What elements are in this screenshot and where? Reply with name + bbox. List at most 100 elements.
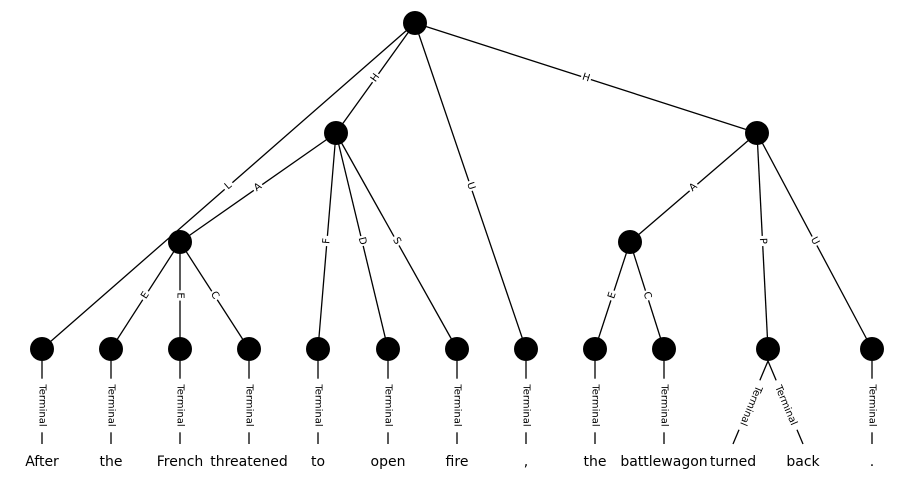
- node-t-after: [30, 337, 54, 361]
- terminal-label: Terminal: [772, 383, 799, 427]
- terminal-label-group: Terminal: [769, 378, 802, 433]
- node-t-period: [860, 337, 884, 361]
- node-t-fire: [445, 337, 469, 361]
- terminal-label-bg: [866, 378, 878, 433]
- terminal-label-bg: [734, 378, 767, 433]
- node-root: [403, 11, 427, 35]
- edge-label-u-bg: [463, 179, 478, 193]
- word-turned: turned: [710, 454, 756, 470]
- word-open: open: [371, 454, 406, 470]
- node-t-turnedback: [756, 337, 780, 361]
- edge-label-c-bg: [639, 288, 655, 303]
- terminal-label-bg: [243, 378, 255, 433]
- edge-label-c-bg: [206, 287, 223, 304]
- edge-label-a-group: A: [685, 179, 702, 196]
- edge-label-h-bg: [579, 70, 593, 86]
- word-punct: ,: [524, 454, 528, 470]
- terminal-label: Terminal: [106, 383, 117, 426]
- terminal-label: Terminal: [313, 383, 324, 426]
- terminal-label-group: Terminal: [658, 378, 670, 433]
- terminal-label: Terminal: [175, 383, 186, 426]
- edge-label-c: C: [641, 291, 654, 301]
- node-n1: [324, 121, 348, 145]
- terminal-label-group: Terminal: [174, 378, 186, 433]
- terminal-label-group: Terminal: [243, 378, 255, 433]
- node-t-comma: [514, 337, 538, 361]
- edge-label-c-group: C: [206, 287, 223, 304]
- edge-label-s: S: [390, 236, 403, 247]
- edge-label-u-bg: [806, 233, 823, 249]
- node-t-the2: [583, 337, 607, 361]
- terminal-label: Terminal: [737, 383, 764, 427]
- word-threatened: threatened: [210, 454, 287, 470]
- edge-label-u: U: [808, 235, 821, 247]
- edge-label-c-group: C: [639, 288, 655, 303]
- terminal-label: Terminal: [590, 383, 601, 426]
- edge-label-s-group: S: [388, 233, 405, 249]
- word-the: the: [584, 454, 607, 470]
- node-t-french: [168, 337, 192, 361]
- edge-label-a-group: A: [250, 179, 266, 196]
- edge-label-d-group: D: [354, 234, 370, 248]
- node-t-to: [306, 337, 330, 361]
- word-french: French: [157, 454, 204, 470]
- edge-label-e: E: [606, 291, 618, 300]
- edge-label-l: L: [223, 180, 235, 192]
- edge-label-d: D: [356, 236, 369, 246]
- edge-label-e-group: E: [174, 290, 186, 301]
- edge-label-h-group: H: [579, 70, 593, 86]
- edge-label-f-bg: [320, 235, 334, 247]
- terminal-label-bg: [589, 378, 601, 433]
- node-t-open: [376, 337, 400, 361]
- node-n2: [168, 230, 192, 254]
- edge-label-e-group: E: [605, 288, 620, 303]
- word-back: back: [786, 454, 820, 470]
- edge-label-u: U: [464, 181, 477, 191]
- word-fire: fire: [446, 454, 469, 470]
- words-layer: After the French threatened to open fire, the ba…: [25, 454, 874, 470]
- edge-label-p: P: [757, 238, 768, 245]
- edge-label-u-group: U: [463, 179, 478, 193]
- terminal-label-bg: [174, 378, 186, 433]
- node-n4: [618, 230, 642, 254]
- edge-label-s-bg: [388, 233, 405, 249]
- edge-label-l-bg: [220, 178, 237, 194]
- terminal-label-bg: [36, 378, 48, 433]
- word-the: the: [100, 454, 123, 470]
- terminal-label-bg: [382, 378, 394, 433]
- edge-label-h-group: H: [367, 70, 384, 86]
- terminal-label-group: Terminal: [866, 378, 878, 433]
- edge-label-c: C: [208, 290, 221, 302]
- word-punct: .: [870, 454, 874, 470]
- terminal-label: Terminal: [37, 383, 48, 426]
- terminal-label-bg: [520, 378, 532, 433]
- node-t-the1: [99, 337, 123, 361]
- node-t-threatened: [237, 337, 261, 361]
- word-to: to: [311, 454, 325, 470]
- edge-label-e: E: [175, 292, 186, 298]
- edge-label-l-group: L: [220, 178, 237, 194]
- edge-label-d-bg: [354, 234, 370, 248]
- terminal-label: Terminal: [659, 383, 670, 426]
- edge-label-p-group: P: [756, 235, 769, 247]
- terminal-label-group: Terminal: [589, 378, 601, 433]
- edge-label-h-bg: [367, 70, 384, 86]
- terminal-label-bg: [451, 378, 463, 433]
- nodes-layer: [30, 11, 884, 361]
- terminal-label-group: Terminal: [36, 378, 48, 433]
- terminal-label-bg: [312, 378, 324, 433]
- terminal-label: Terminal: [452, 383, 463, 426]
- terminal-label: Terminal: [383, 383, 394, 426]
- edge-label-a-bg: [250, 179, 266, 196]
- terminal-label-group: Terminal: [312, 378, 324, 433]
- edge-label-h: H: [369, 72, 382, 85]
- terminal-label: Terminal: [244, 383, 255, 426]
- word-after: After: [25, 454, 59, 470]
- terminal-label-group: Terminal: [105, 378, 117, 433]
- terminal-label-group: Terminal: [451, 378, 463, 433]
- terminal-label-bg: [769, 378, 802, 433]
- edge-label-e-group: E: [137, 287, 154, 304]
- terminal-label-bg: [658, 378, 670, 433]
- edge-label-f-group: F: [320, 235, 334, 247]
